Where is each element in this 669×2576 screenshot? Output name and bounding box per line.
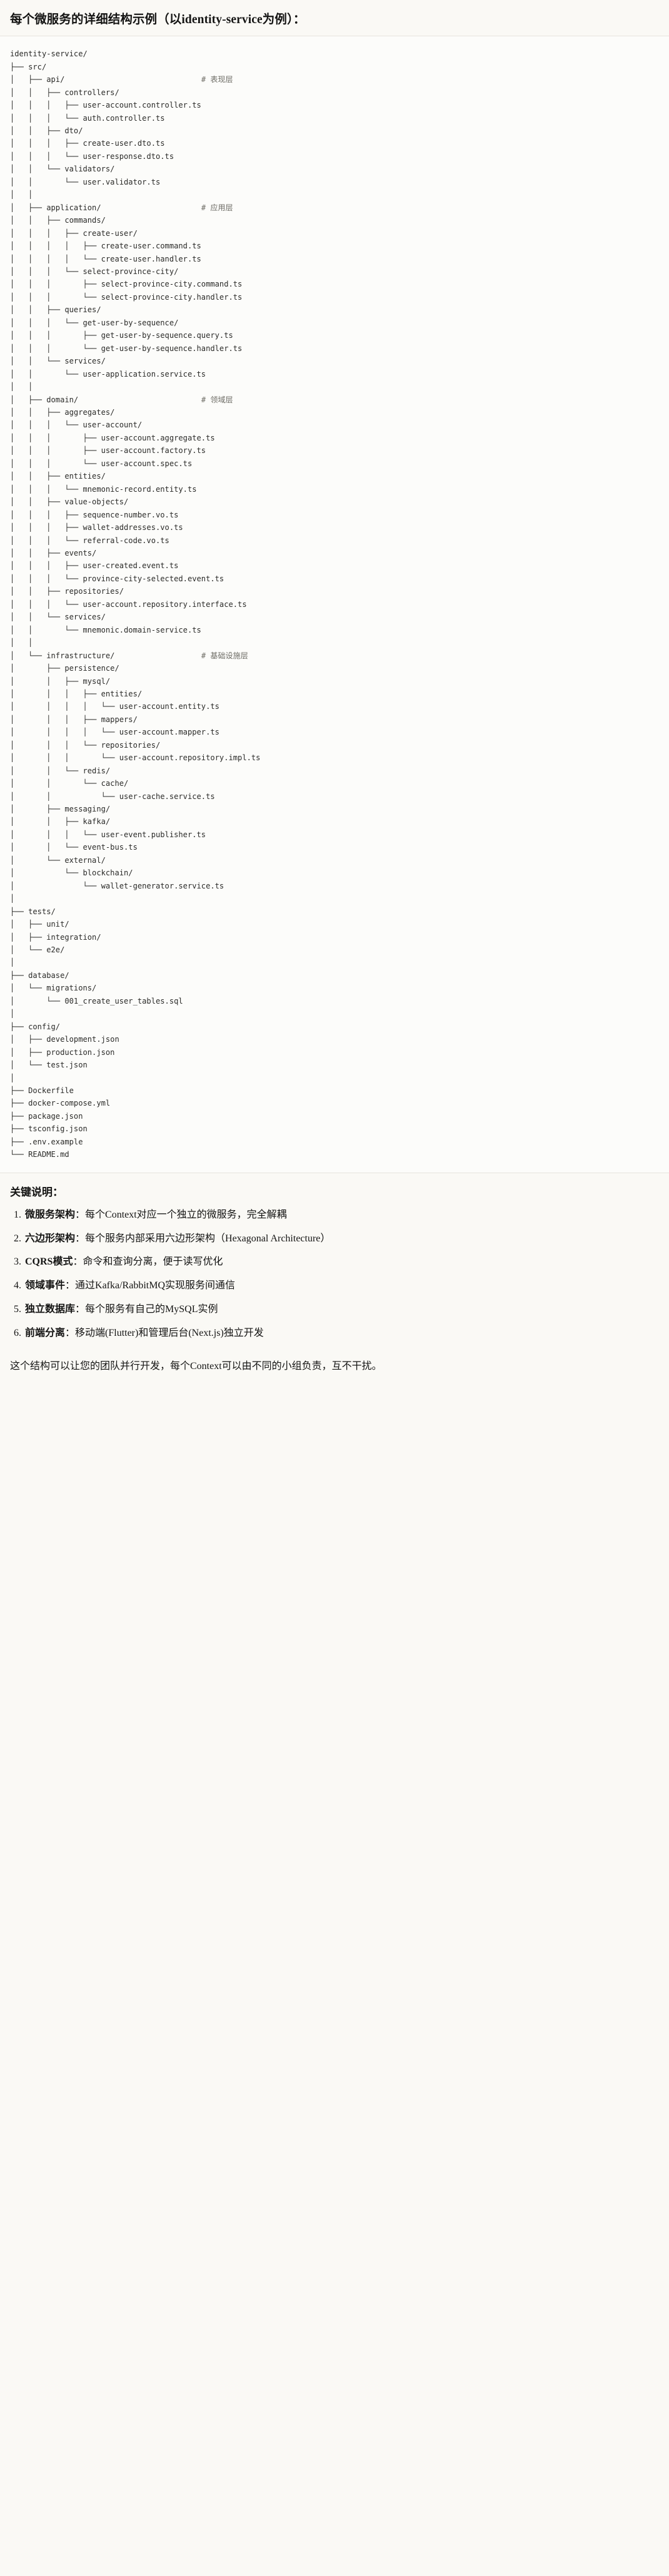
key-points-heading: 关键说明： <box>10 1186 63 1198</box>
list-item: 领域事件：通过Kafka/RabbitMQ实现服务间通信 <box>24 1278 659 1294</box>
key-point-term: 微服务架构 <box>25 1209 76 1220</box>
key-point-desc: ：每个服务有自己的MySQL实例 <box>75 1303 218 1315</box>
key-point-term: 领域事件 <box>25 1280 66 1291</box>
tree-layer-comment: # 领域层 <box>201 395 233 404</box>
list-item: 六边形架构：每个服务内部采用六边形架构（Hexagonal Architectu… <box>24 1231 659 1247</box>
key-point-desc: ：每个服务内部采用六边形架构（Hexagonal Architecture） <box>75 1233 331 1244</box>
key-point-term: 前端分离 <box>25 1327 66 1338</box>
closing-note: 这个结构可以让您的团队并行开发，每个Context可以由不同的小组负责，互不干扰… <box>10 1360 382 1372</box>
key-points-list: 微服务架构：每个Context对应一个独立的微服务，完全解耦 六边形架构：每个服… <box>10 1208 659 1341</box>
directory-tree-text: identity-service/ ├── src/ │ ├── api/ # … <box>10 49 261 1159</box>
key-points-section: 关键说明： 微服务架构：每个Context对应一个独立的微服务，完全解耦 六边形… <box>0 1173 669 1353</box>
key-point-term: CQRS模式 <box>25 1256 73 1268</box>
list-item: 前端分离：移动端(Flutter)和管理后台(Next.js)独立开发 <box>24 1326 659 1341</box>
key-point-desc: ：通过Kafka/RabbitMQ实现服务间通信 <box>65 1280 235 1291</box>
list-item: 微服务架构：每个Context对应一个独立的微服务，完全解耦 <box>24 1208 659 1223</box>
tree-layer-comment: # 应用层 <box>201 203 233 212</box>
key-point-term: 独立数据库 <box>25 1303 76 1315</box>
key-point-term: 六边形架构 <box>25 1233 76 1244</box>
list-item: CQRS模式：命令和查询分离，便于读写优化 <box>24 1255 659 1270</box>
directory-tree-code-block: identity-service/ ├── src/ │ ├── api/ # … <box>0 36 669 1173</box>
list-item: 独立数据库：每个服务有自己的MySQL实例 <box>24 1302 659 1318</box>
document-page: 每个微服务的详细结构示例（以identity-service为例）： ident… <box>0 0 669 1388</box>
tree-layer-comment: # 基础设施层 <box>201 651 248 660</box>
tree-layer-comment: # 表现层 <box>201 75 233 84</box>
page-title: 每个微服务的详细结构示例（以identity-service为例）： <box>10 13 306 26</box>
key-point-desc: ：移动端(Flutter)和管理后台(Next.js)独立开发 <box>65 1327 264 1338</box>
key-point-desc: ：命令和查询分离，便于读写优化 <box>73 1256 223 1268</box>
key-point-desc: ：每个Context对应一个独立的微服务，完全解耦 <box>75 1209 287 1220</box>
